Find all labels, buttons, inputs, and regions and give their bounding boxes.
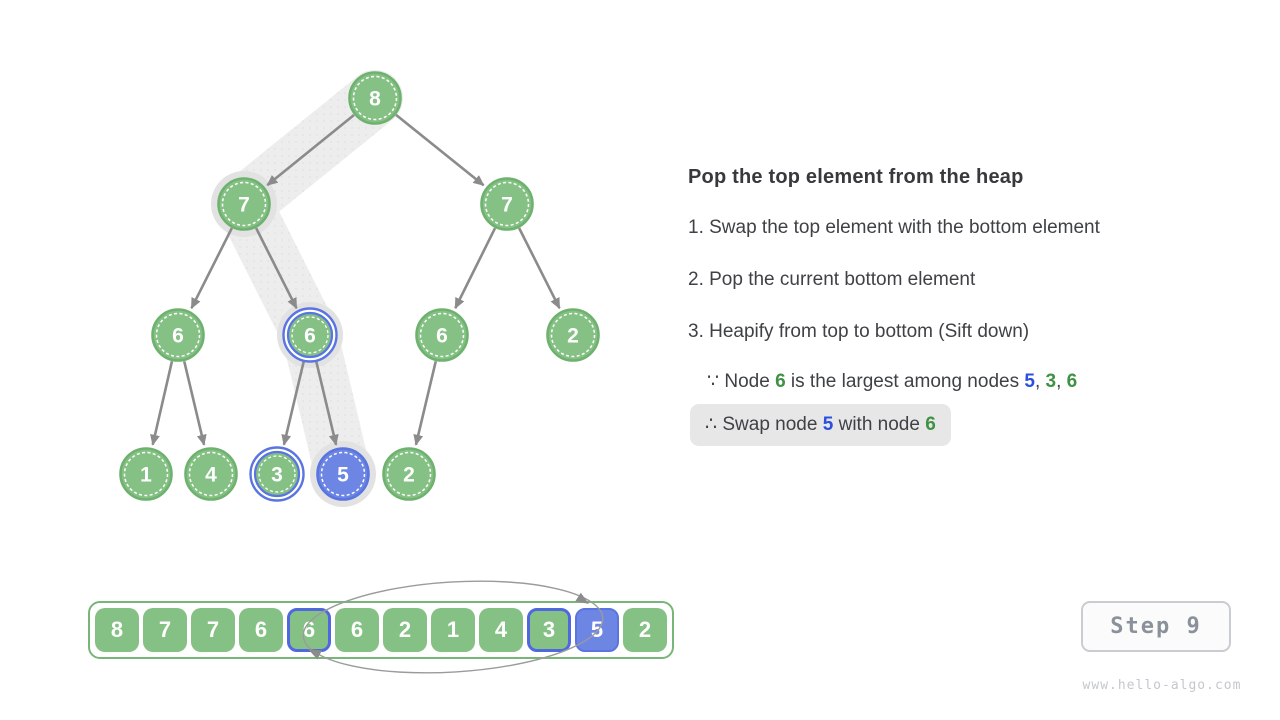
array-cell-4: 6 (287, 608, 331, 652)
tree-node-1-7: 1 (119, 447, 173, 501)
swap-node-5-token: 5 (822, 414, 834, 435)
site-url: www.hello-algo.com (1082, 678, 1242, 693)
conclusion-box: ∴ Swap node 5 with node 6 (690, 404, 951, 446)
node-6-token: 6 (775, 371, 786, 392)
panel-title: Pop the top element from the heap (688, 166, 1024, 188)
tree-node-7-2: 7 (480, 177, 534, 231)
node-6b-token: 6 (1066, 371, 1078, 392)
node-3-token: 3 (1045, 371, 1057, 392)
instruction-step-2: 2. Pop the current bottom element (688, 269, 976, 290)
instruction-step-3: 3. Heapify from top to bottom (Sift down… (688, 321, 1030, 342)
array-cell-5: 6 (335, 608, 379, 652)
array-cell-6: 2 (383, 608, 427, 652)
tree-node-value: 5 (337, 464, 349, 487)
tree-node-value: 7 (238, 194, 250, 217)
tree-node-8-0: 8 (348, 71, 402, 125)
tree-nodes: 8 7 7 6 6 6 2 1 4 3 5 2 (119, 71, 600, 502)
sift-down-path-highlight (216, 70, 403, 502)
array-cell-3: 6 (239, 608, 283, 652)
tree-node-6-3: 6 (151, 308, 205, 362)
because-note: ∵ Node 6 is the largest among nodes 5, 3… (707, 371, 1078, 392)
tree-node-6-4: 6 (282, 307, 338, 363)
array-cell-1: 7 (143, 608, 187, 652)
tree-node-value: 2 (403, 464, 415, 487)
array-cell-7: 1 (431, 608, 475, 652)
tree-node-7-1: 7 (217, 177, 271, 231)
array-cell-9: 3 (527, 608, 571, 652)
tree-node-2-11: 2 (382, 447, 436, 501)
array-cell-8: 4 (479, 608, 523, 652)
tree-node-value: 3 (271, 464, 283, 487)
array-cell-10: 5 (575, 608, 619, 652)
because-text: ∵ Node (707, 371, 776, 392)
tree-node-value: 8 (369, 88, 381, 111)
tree-node-4-8: 4 (184, 447, 238, 501)
tree-node-value: 2 (567, 325, 579, 348)
tree-node-6-5: 6 (415, 308, 469, 362)
tree-node-value: 6 (304, 325, 316, 348)
tree-edges (150, 113, 561, 446)
tree-node-5-10: 5 (316, 447, 370, 501)
tree-node-2-6: 2 (546, 308, 600, 362)
node-5-token: 5 (1024, 371, 1035, 392)
array-cell-2: 7 (191, 608, 235, 652)
swap-node-6-token: 6 (925, 414, 936, 435)
instruction-step-1: 1. Swap the top element with the bottom … (688, 217, 1100, 238)
array-cell-0: 8 (95, 608, 139, 652)
therefore-text: ∴ Swap node (705, 414, 823, 435)
tree-node-value: 6 (436, 325, 448, 348)
step-badge: Step 9 (1081, 601, 1231, 652)
tree-node-value: 4 (205, 464, 217, 487)
array-cell-11: 2 (623, 608, 667, 652)
tree-node-value: 6 (172, 325, 184, 348)
tree-node-value: 7 (501, 194, 513, 217)
tree-node-3-9: 3 (249, 446, 305, 502)
tree-node-value: 1 (140, 464, 152, 487)
